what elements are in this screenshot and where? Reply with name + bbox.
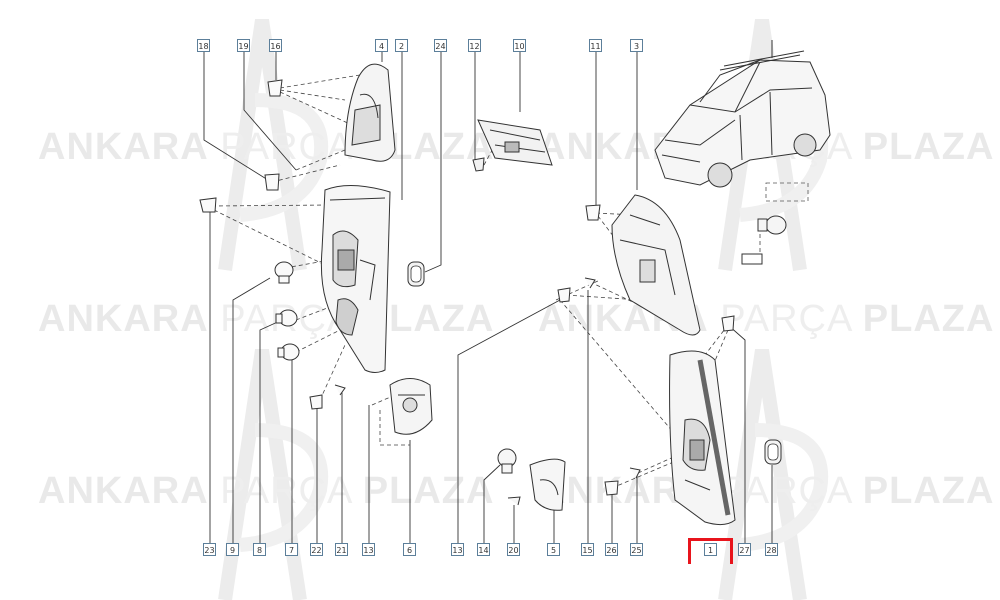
callout-28[interactable]: 28 (765, 543, 778, 556)
callout-11[interactable]: 11 (589, 39, 602, 52)
callout-1[interactable]: 1 (704, 543, 717, 556)
callout-26[interactable]: 26 (605, 543, 618, 556)
callout-10[interactable]: 10 (513, 39, 526, 52)
callout-13-a[interactable]: 13 (362, 543, 375, 556)
callout-25[interactable]: 25 (630, 543, 643, 556)
callout-27[interactable]: 27 (738, 543, 751, 556)
watermark-text-1: ANKARA PARÇA PLAZA (38, 126, 495, 168)
callout-2[interactable]: 2 (395, 39, 408, 52)
callout-22[interactable]: 22 (310, 543, 323, 556)
callout-3[interactable]: 3 (630, 39, 643, 52)
callout-9[interactable]: 9 (226, 543, 239, 556)
vehicle-illustration (654, 40, 831, 188)
watermark-logo-a-3 (718, 18, 807, 272)
watermark-text-5: ANKARA PARÇA PLAZA (38, 470, 495, 512)
watermark-logo-a-4 (718, 348, 807, 600)
callout-6[interactable]: 6 (403, 543, 416, 556)
callout-7[interactable]: 7 (285, 543, 298, 556)
callout-19[interactable]: 19 (237, 39, 250, 52)
callout-18[interactable]: 18 (197, 39, 210, 52)
callout-12[interactable]: 12 (468, 39, 481, 52)
callout-23[interactable]: 23 (203, 543, 216, 556)
watermark-logo-a-1 (218, 18, 307, 272)
callout-13-b[interactable]: 13 (451, 543, 464, 556)
callout-14[interactable]: 14 (477, 543, 490, 556)
callout-4[interactable]: 4 (375, 39, 388, 52)
callout-8[interactable]: 8 (253, 543, 266, 556)
callout-24[interactable]: 24 (434, 39, 447, 52)
callout-20[interactable]: 20 (507, 543, 520, 556)
selected-part-highlight (688, 538, 733, 564)
watermark-logo-a-2 (218, 348, 307, 600)
callout-21[interactable]: 21 (335, 543, 348, 556)
callout-5[interactable]: 5 (547, 543, 560, 556)
callout-15[interactable]: 15 (581, 543, 594, 556)
callout-16[interactable]: 16 (269, 39, 282, 52)
